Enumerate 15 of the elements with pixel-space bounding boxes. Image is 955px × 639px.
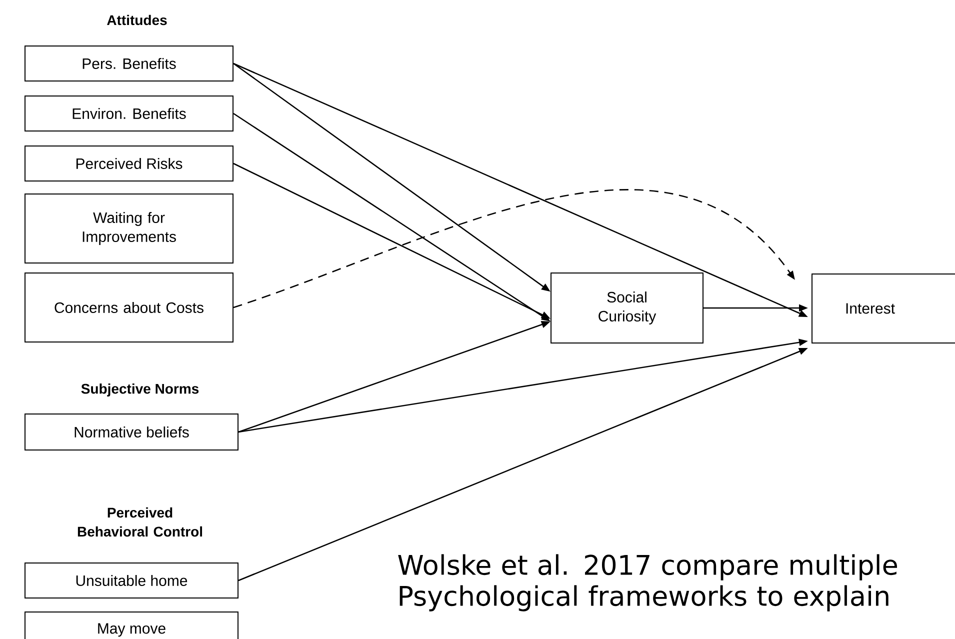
group-heading: Subjective Norms — [81, 383, 199, 397]
arrow — [233, 189, 795, 308]
process-box: Normative beliefs — [24, 414, 238, 450]
process-box: Perceived Risks — [24, 146, 234, 182]
group-heading: Perceived Behavioral Control — [78, 507, 202, 537]
process-box: Pers. Benefits — [24, 46, 234, 82]
process-box: Waiting for Improvements — [24, 194, 234, 264]
group-heading: Attitudes — [107, 14, 167, 26]
process-box: Concerns about Costs — [24, 272, 234, 342]
process-box: Interest — [812, 274, 955, 344]
process-box: Social Curiosity — [550, 272, 704, 344]
process-box: May move — [24, 612, 238, 639]
process-box: Environ. Benefits — [24, 96, 234, 132]
process-box: Unsuitable home — [24, 562, 238, 598]
caption: Wolske et al. 2017 compare multiple Psychological frameworks to explain — [398, 554, 897, 612]
